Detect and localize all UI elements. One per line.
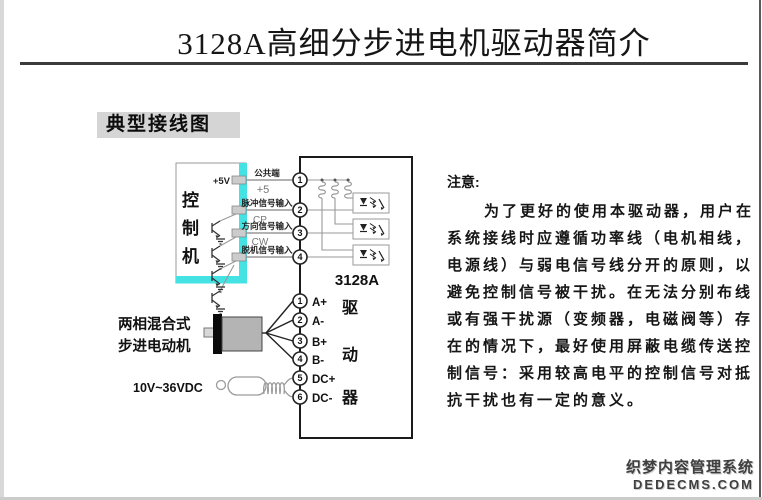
motor-label-line1: 两相混合式 (118, 315, 191, 333)
wire4-label: 脱机信号输入 (241, 245, 293, 255)
terminal-number: 4 (297, 252, 302, 262)
terminal-block-connectors (231, 175, 247, 262)
power-label: 10V~36VDC (133, 381, 203, 395)
page-title: 3128A高细分步进电机驱动器简介 (177, 26, 651, 61)
terminal-number: 3 (297, 228, 302, 238)
terminal-number: 1 (297, 296, 302, 306)
terminal-label: B+ (312, 337, 327, 349)
power-cable (215, 376, 294, 398)
note-line: 在的情况下，最好使用屏蔽电缆传送控 (447, 338, 754, 355)
page-right-edge (759, 0, 761, 500)
signal-terminals: 1 2 3 4 (292, 172, 308, 265)
controller-cyan-right-border (239, 163, 247, 283)
note-line: 为了更好的使用本驱动器，用户在 (484, 203, 755, 220)
driver-char-3: 器 (341, 389, 359, 407)
terminal-number: 6 (297, 392, 302, 402)
controller-char-1: 控 (182, 190, 199, 210)
page-bottom-edge (0, 497, 762, 500)
controller-char-2: 制 (182, 218, 199, 238)
driver-char-2: 动 (342, 346, 358, 364)
terminal-number: 3 (297, 336, 302, 346)
note-line: 制信号：采用较高电平的控制信号对抵 (447, 365, 754, 382)
open-collector-transistors (211, 213, 237, 315)
controller-char-3: 机 (182, 246, 199, 266)
terminal-number: 2 (297, 205, 302, 215)
npn-transistor-icon (211, 290, 226, 315)
note-line: 抗干扰也有一定的意义。 (447, 392, 646, 409)
watermark-en: DEDECMS.COM (633, 477, 754, 492)
motor-label-line2: 步进电动机 (118, 337, 191, 355)
title-divider (20, 62, 748, 65)
wire3-sublabel: CW (252, 237, 269, 248)
terminal-label: A+ (312, 297, 327, 309)
watermark-cn: 织梦内容管理系统 (625, 459, 754, 476)
wire1-label: 公共端 (254, 168, 280, 178)
terminal-label: DC+ (312, 374, 336, 386)
note-line: 电源线）与弱电信号线分开的原则，以 (447, 257, 754, 274)
wire3-label: 方向信号输入 (241, 221, 293, 231)
terminal-number: 4 (297, 354, 302, 364)
wiring-diagram: 控 制 机 +5V 公共端 +5 脉冲信号输入 CP 方向信号输入 CW 脱机信… (118, 156, 413, 439)
note-line: 避免控制信号被干扰。在无法分别布线 (447, 284, 754, 301)
driver-model: 3128A (335, 272, 379, 289)
terminal-number: 2 (297, 315, 302, 325)
note-line: 系统接线时应遵循功率线（电机相线， (447, 230, 754, 247)
page-left-edge (0, 0, 4, 500)
stepper-motor (203, 300, 294, 360)
terminal-number: 1 (297, 175, 302, 185)
wire2-sublabel: CP (253, 215, 267, 226)
wire1-sublabel: +5 (257, 184, 270, 196)
note-block: 注意: 为了更好的使用本驱动器，用户在 系统接线时应遵循功率线（电机相线， 电源… (447, 172, 751, 414)
opto-circuitry (307, 179, 353, 258)
terminal-label: DC- (312, 393, 333, 405)
terminal-label: B- (312, 355, 324, 367)
note-heading: 注意: (447, 174, 480, 190)
driver-char-1: 驱 (342, 299, 358, 317)
note-line: 或有强干扰源（变频器，电磁阀等）存 (447, 311, 754, 328)
section-label: 典型接线图 (97, 112, 240, 138)
plus5v-label: +5V (213, 176, 231, 187)
signal-wires (246, 179, 293, 258)
terminal-number: 5 (297, 373, 302, 383)
terminal-label: A- (312, 316, 324, 328)
watermark: 织梦内容管理系统 DEDECMS.COM (626, 456, 754, 492)
motor-terminals: 1 2 3 4 5 6 A+ A- B+ B- DC+ DC- (292, 293, 336, 405)
wire2-label: 脉冲信号输入 (240, 198, 293, 208)
